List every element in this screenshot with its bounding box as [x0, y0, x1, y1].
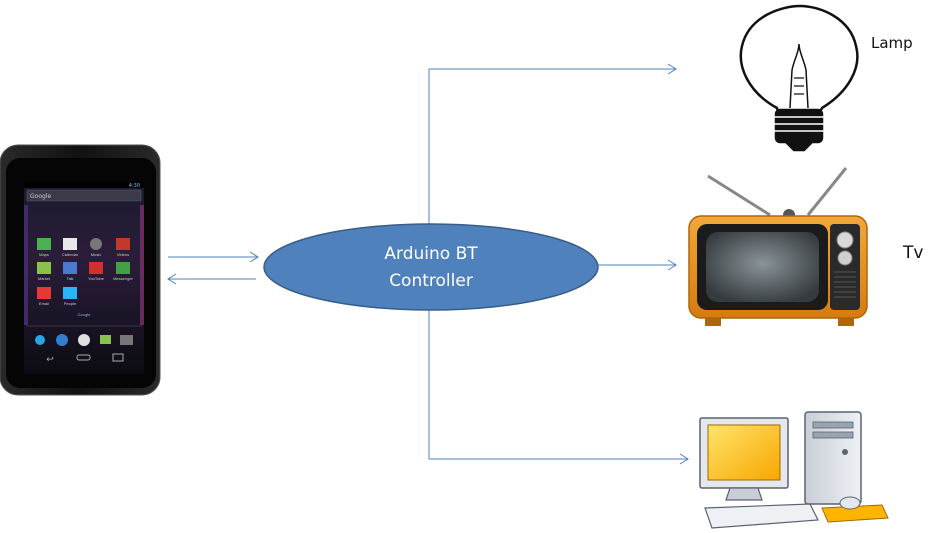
- search-text: Google: [30, 193, 51, 200]
- screen-footer: Google: [78, 312, 92, 317]
- app-label: People: [64, 301, 77, 306]
- arrowhead: [167, 273, 177, 285]
- app-label: Music: [91, 252, 101, 257]
- phone-icon: 4:30 Google Maps Calendar Music Videos M…: [0, 144, 161, 396]
- apps-icon: [78, 334, 90, 346]
- arrowhead: [667, 259, 677, 271]
- app-label: Market: [38, 276, 51, 281]
- camera-icon: [120, 335, 133, 345]
- lamp-label: Lamp: [871, 34, 913, 52]
- lamp-icon: [739, 4, 859, 152]
- connector-to-lamp: [428, 68, 676, 225]
- app-label: YouTube: [88, 276, 104, 281]
- arrowhead: [249, 251, 259, 263]
- status-time: 4:30: [129, 183, 140, 189]
- arrowhead: [667, 63, 677, 75]
- app-label: Email: [39, 301, 49, 306]
- controller-node: [263, 223, 599, 311]
- app-label: Maps: [39, 252, 49, 257]
- controller-label-line1: Arduino BT: [384, 244, 478, 264]
- app-row: [37, 238, 130, 250]
- app-label: Talk: [66, 276, 73, 281]
- messaging-icon: [100, 335, 111, 344]
- computer-icon: [699, 411, 889, 529]
- back-icon: ↩: [46, 354, 54, 364]
- browser-icon: [56, 334, 68, 346]
- app-label: Messenger: [113, 276, 133, 281]
- app-label: Calendar: [62, 252, 79, 257]
- connector-to-computer: [428, 310, 688, 460]
- arrowhead: [679, 453, 689, 465]
- home-icon: [76, 354, 91, 361]
- app-row: [37, 262, 130, 274]
- tv-label: Tv: [902, 243, 923, 263]
- tv-icon: [688, 167, 868, 326]
- app-label: Videos: [117, 252, 129, 257]
- phone-call-icon: [35, 335, 45, 345]
- controller-label-line2: Controller: [389, 271, 473, 291]
- recent-apps-icon: [112, 353, 124, 362]
- connectors: [167, 63, 689, 465]
- app-row: [37, 287, 77, 299]
